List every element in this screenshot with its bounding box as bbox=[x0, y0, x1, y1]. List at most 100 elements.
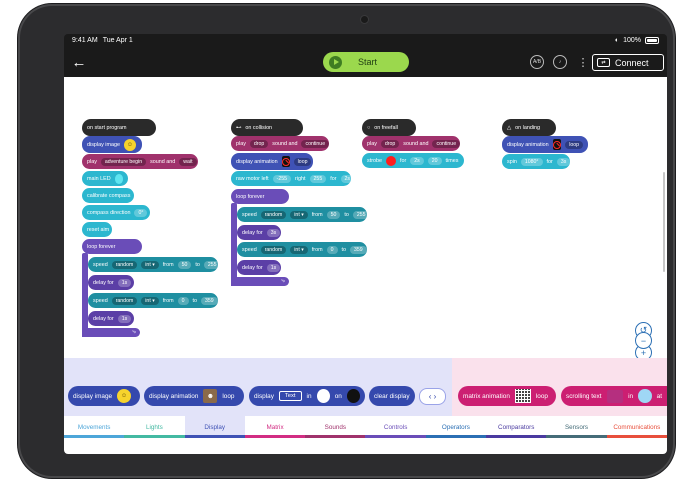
random-select[interactable]: random bbox=[111, 260, 138, 269]
raw-motor-block[interactable]: raw motor left -255 right 255 for 2s bbox=[231, 171, 351, 186]
speed-random-block[interactable]: speed random int from 50 to 255 bbox=[88, 257, 218, 272]
palette-nav-arrows-icon[interactable]: ‹ › bbox=[428, 392, 437, 401]
to-value[interactable]: 255 bbox=[203, 260, 218, 269]
delay-value[interactable]: 1s bbox=[117, 278, 132, 287]
no-animation-icon[interactable] bbox=[281, 156, 290, 167]
palette-nav-arrows[interactable]: ‹ › bbox=[419, 388, 446, 405]
palette-display-text[interactable]: display Text in on bbox=[249, 386, 365, 406]
palette-display-image[interactable]: display image ☺ bbox=[68, 386, 140, 406]
wait-select[interactable]: wait bbox=[179, 157, 197, 166]
tab-sounds[interactable]: Sounds bbox=[305, 416, 366, 438]
delay-block[interactable]: delay for 1s bbox=[88, 311, 134, 326]
zoom-out-icon[interactable]: − bbox=[635, 332, 652, 349]
connect-button[interactable]: ⇄ Connect bbox=[592, 54, 664, 71]
block-label: times bbox=[445, 157, 459, 164]
continue-select[interactable]: continue bbox=[432, 139, 460, 148]
from-value[interactable]: 50 bbox=[177, 260, 192, 269]
tab-comparators[interactable]: Comparators bbox=[486, 416, 547, 438]
speed-random-block[interactable]: speed random int from 0 to 359 bbox=[237, 242, 367, 257]
duration-value[interactable]: 3s bbox=[556, 157, 570, 166]
compass-direction-block[interactable]: compass direction 0° bbox=[82, 205, 150, 220]
strobe-color-swatch[interactable] bbox=[385, 155, 396, 166]
back-arrow-icon[interactable]: ← bbox=[71, 53, 87, 71]
from-value[interactable]: 50 bbox=[326, 210, 341, 219]
main-led-block[interactable]: main LED bbox=[82, 171, 128, 186]
int-dropdown[interactable]: int bbox=[141, 296, 159, 305]
text-input-swatch[interactable] bbox=[606, 389, 624, 403]
duration-value[interactable]: 2s bbox=[340, 174, 351, 183]
loop-forever-block[interactable]: loop forever bbox=[82, 239, 142, 254]
no-animation-icon[interactable] bbox=[552, 139, 562, 150]
tab-matrix[interactable]: Matrix bbox=[244, 416, 306, 438]
delay-value[interactable]: 1s bbox=[117, 314, 132, 323]
speed-random-block[interactable]: speed random int from 0 to 359 bbox=[88, 293, 218, 308]
palette-scrolling-text[interactable]: scrolling text in at bbox=[561, 386, 667, 406]
text-color-swatch[interactable] bbox=[316, 389, 330, 403]
int-dropdown[interactable]: int bbox=[290, 245, 308, 254]
loop-select[interactable]: loop bbox=[565, 140, 583, 149]
random-select[interactable]: random bbox=[260, 210, 287, 219]
calibrate-compass-block[interactable]: calibrate compass bbox=[82, 188, 134, 203]
palette-matrix-animation[interactable]: matrix animation loop bbox=[458, 386, 556, 406]
strobe-block[interactable]: strobe for 2s 20 times bbox=[362, 153, 464, 168]
to-value[interactable]: 255 bbox=[352, 210, 367, 219]
spin-value[interactable]: 1080° bbox=[520, 157, 543, 166]
delay-block[interactable]: delay for 1s bbox=[237, 260, 281, 275]
tab-communications[interactable]: Communications bbox=[606, 416, 667, 438]
display-image-block[interactable]: display image ☺ bbox=[82, 136, 142, 153]
speaker-icon[interactable]: ♪ bbox=[553, 55, 567, 69]
more-menu-icon[interactable]: ⋮ bbox=[577, 56, 589, 69]
speed-random-block[interactable]: speed random int from 50 to 255 bbox=[237, 207, 367, 222]
tab-display[interactable]: Display bbox=[184, 416, 245, 438]
sound-select[interactable]: drop bbox=[249, 139, 269, 148]
play-sound-block[interactable]: play adventure begin sound and wait bbox=[82, 154, 198, 169]
random-select[interactable]: random bbox=[260, 245, 287, 254]
tab-movements[interactable]: Movements bbox=[64, 416, 125, 438]
on-collision-hat[interactable]: ⊷ on collision bbox=[231, 119, 303, 136]
vertical-scrollbar[interactable] bbox=[663, 172, 665, 272]
from-value[interactable]: 0 bbox=[326, 245, 338, 254]
display-animation-block[interactable]: display animation loop bbox=[502, 136, 588, 153]
on-landing-hat[interactable]: △ on landing bbox=[502, 119, 556, 136]
duration-value[interactable]: 2s bbox=[410, 156, 424, 165]
random-select[interactable]: random bbox=[111, 296, 138, 305]
to-value[interactable]: 359 bbox=[350, 245, 367, 254]
loop-forever-block[interactable]: loop forever bbox=[231, 189, 289, 204]
palette-clear-display[interactable]: clear display bbox=[369, 386, 415, 406]
ab-toggle-icon[interactable]: A/B bbox=[530, 55, 544, 69]
loop-select[interactable]: loop bbox=[293, 157, 312, 166]
tab-lights[interactable]: Lights bbox=[124, 416, 185, 438]
spin-block[interactable]: spin 1080° for 3s bbox=[502, 154, 570, 169]
delay-block[interactable]: delay for 3s bbox=[237, 225, 281, 240]
left-value[interactable]: -255 bbox=[272, 174, 292, 183]
led-color-swatch[interactable] bbox=[114, 173, 123, 184]
count-value[interactable]: 20 bbox=[427, 156, 442, 165]
tab-controls[interactable]: Controls bbox=[365, 416, 426, 438]
play-sound-block[interactable]: play drop sound and continue bbox=[231, 136, 329, 151]
from-value[interactable]: 0 bbox=[177, 296, 189, 305]
start-button[interactable]: Start bbox=[323, 52, 409, 72]
int-dropdown[interactable]: int bbox=[290, 210, 308, 219]
sound-select[interactable]: drop bbox=[380, 139, 400, 148]
on-start-hat[interactable]: on start program bbox=[82, 119, 156, 136]
delay-value[interactable]: 1s bbox=[266, 263, 281, 272]
continue-select[interactable]: continue bbox=[301, 139, 329, 148]
palette-display-animation[interactable]: display animation ☻ loop bbox=[144, 386, 244, 406]
compass-value[interactable]: 0° bbox=[134, 208, 148, 217]
on-freefall-hat[interactable]: ○ on freefall bbox=[362, 119, 416, 136]
reset-aim-block[interactable]: reset aim bbox=[82, 222, 112, 237]
display-animation-block[interactable]: display animation loop bbox=[231, 153, 313, 170]
background-color-swatch[interactable] bbox=[346, 389, 360, 403]
delay-block[interactable]: delay for 1s bbox=[88, 275, 134, 290]
program-canvas[interactable]: on start program display image ☺ play ad… bbox=[64, 77, 667, 361]
right-value[interactable]: 255 bbox=[309, 174, 327, 183]
to-value[interactable]: 359 bbox=[201, 296, 218, 305]
delay-value[interactable]: 3s bbox=[266, 228, 281, 237]
play-sound-block[interactable]: play drop sound and continue bbox=[362, 136, 460, 151]
tab-operators[interactable]: Operators bbox=[425, 416, 487, 438]
sound-select[interactable]: adventure begin bbox=[100, 157, 147, 166]
text-field[interactable]: Text bbox=[278, 391, 302, 401]
tab-sensors[interactable]: Sensors bbox=[546, 416, 607, 438]
scroll-color-swatch[interactable] bbox=[638, 389, 652, 403]
int-dropdown[interactable]: int bbox=[141, 260, 159, 269]
